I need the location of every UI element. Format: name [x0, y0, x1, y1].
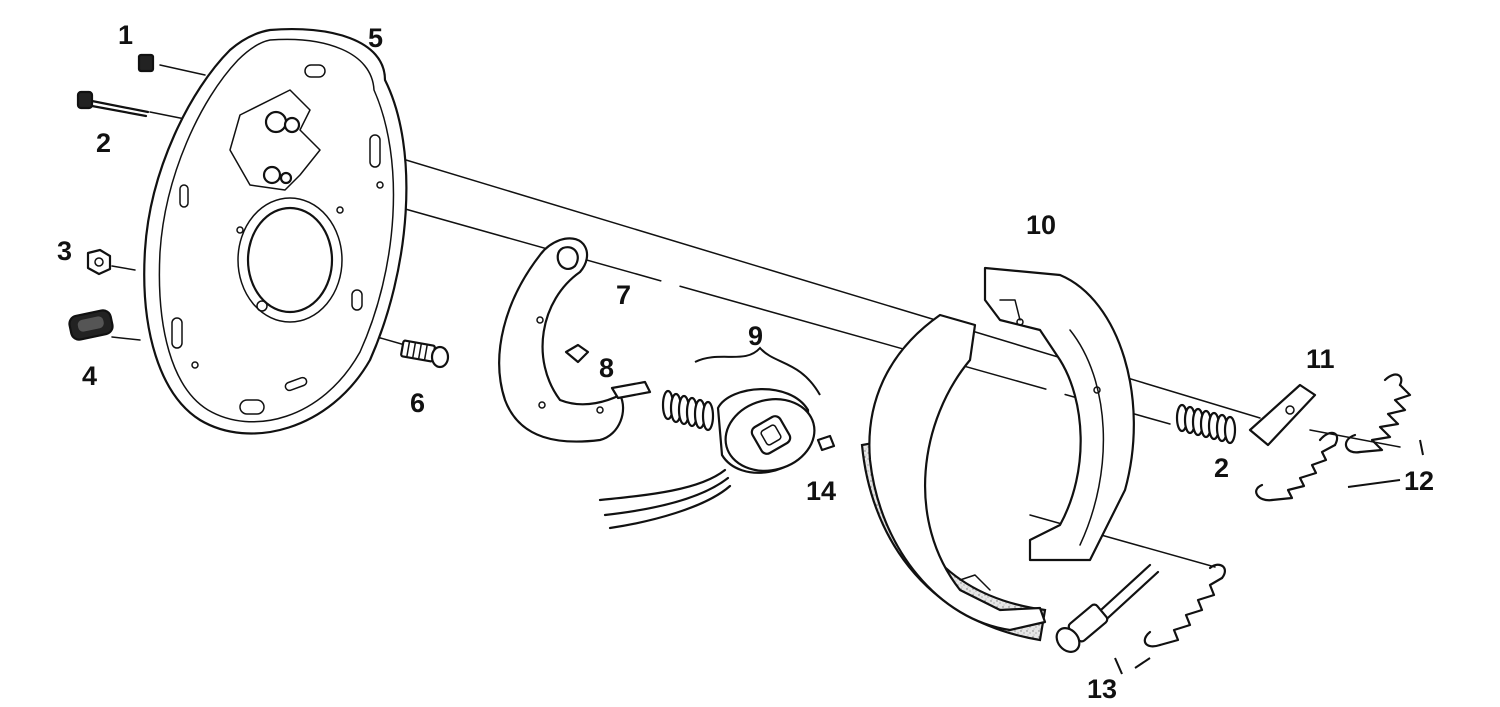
part-2-bolt — [76, 90, 150, 118]
part-9-bracket — [694, 346, 821, 396]
part-13-adjuster — [1055, 563, 1226, 653]
part-14-clip — [816, 434, 836, 452]
part-8-clip — [564, 343, 652, 400]
callout-6: 6 — [410, 388, 426, 418]
part-3-hex-nut — [86, 248, 112, 276]
part-11-lever — [1248, 383, 1317, 447]
part-4-plug — [68, 309, 114, 341]
callout-10: 10 — [1026, 210, 1057, 240]
callout-1: 1 — [118, 20, 134, 50]
callout-8: 8 — [599, 353, 615, 383]
part-12-springs — [1255, 373, 1412, 502]
callout-14: 14 — [806, 476, 837, 506]
part-5-backing-plate — [143, 28, 408, 435]
callout-2-right: 2 — [1214, 453, 1230, 483]
callout-5: 5 — [368, 23, 384, 53]
part-1-nut — [137, 53, 155, 73]
part-6-bolt — [400, 339, 450, 369]
magnet-spring — [661, 389, 715, 432]
callout-7: 7 — [616, 280, 632, 310]
callout-13: 13 — [1087, 674, 1118, 704]
callout-12: 12 — [1404, 466, 1435, 496]
leader-lines — [1114, 439, 1424, 675]
part-7-magnet-arm — [498, 237, 625, 443]
callout-3: 3 — [57, 236, 73, 266]
part-2-spring — [1175, 403, 1237, 445]
callout-4: 4 — [82, 361, 98, 391]
callout-9: 9 — [748, 321, 764, 351]
callout-11: 11 — [1306, 344, 1335, 374]
part-10-brake-shoe — [860, 266, 1135, 642]
callout-2-left: 2 — [96, 128, 112, 158]
part-9-magnet-assembly — [598, 388, 816, 530]
